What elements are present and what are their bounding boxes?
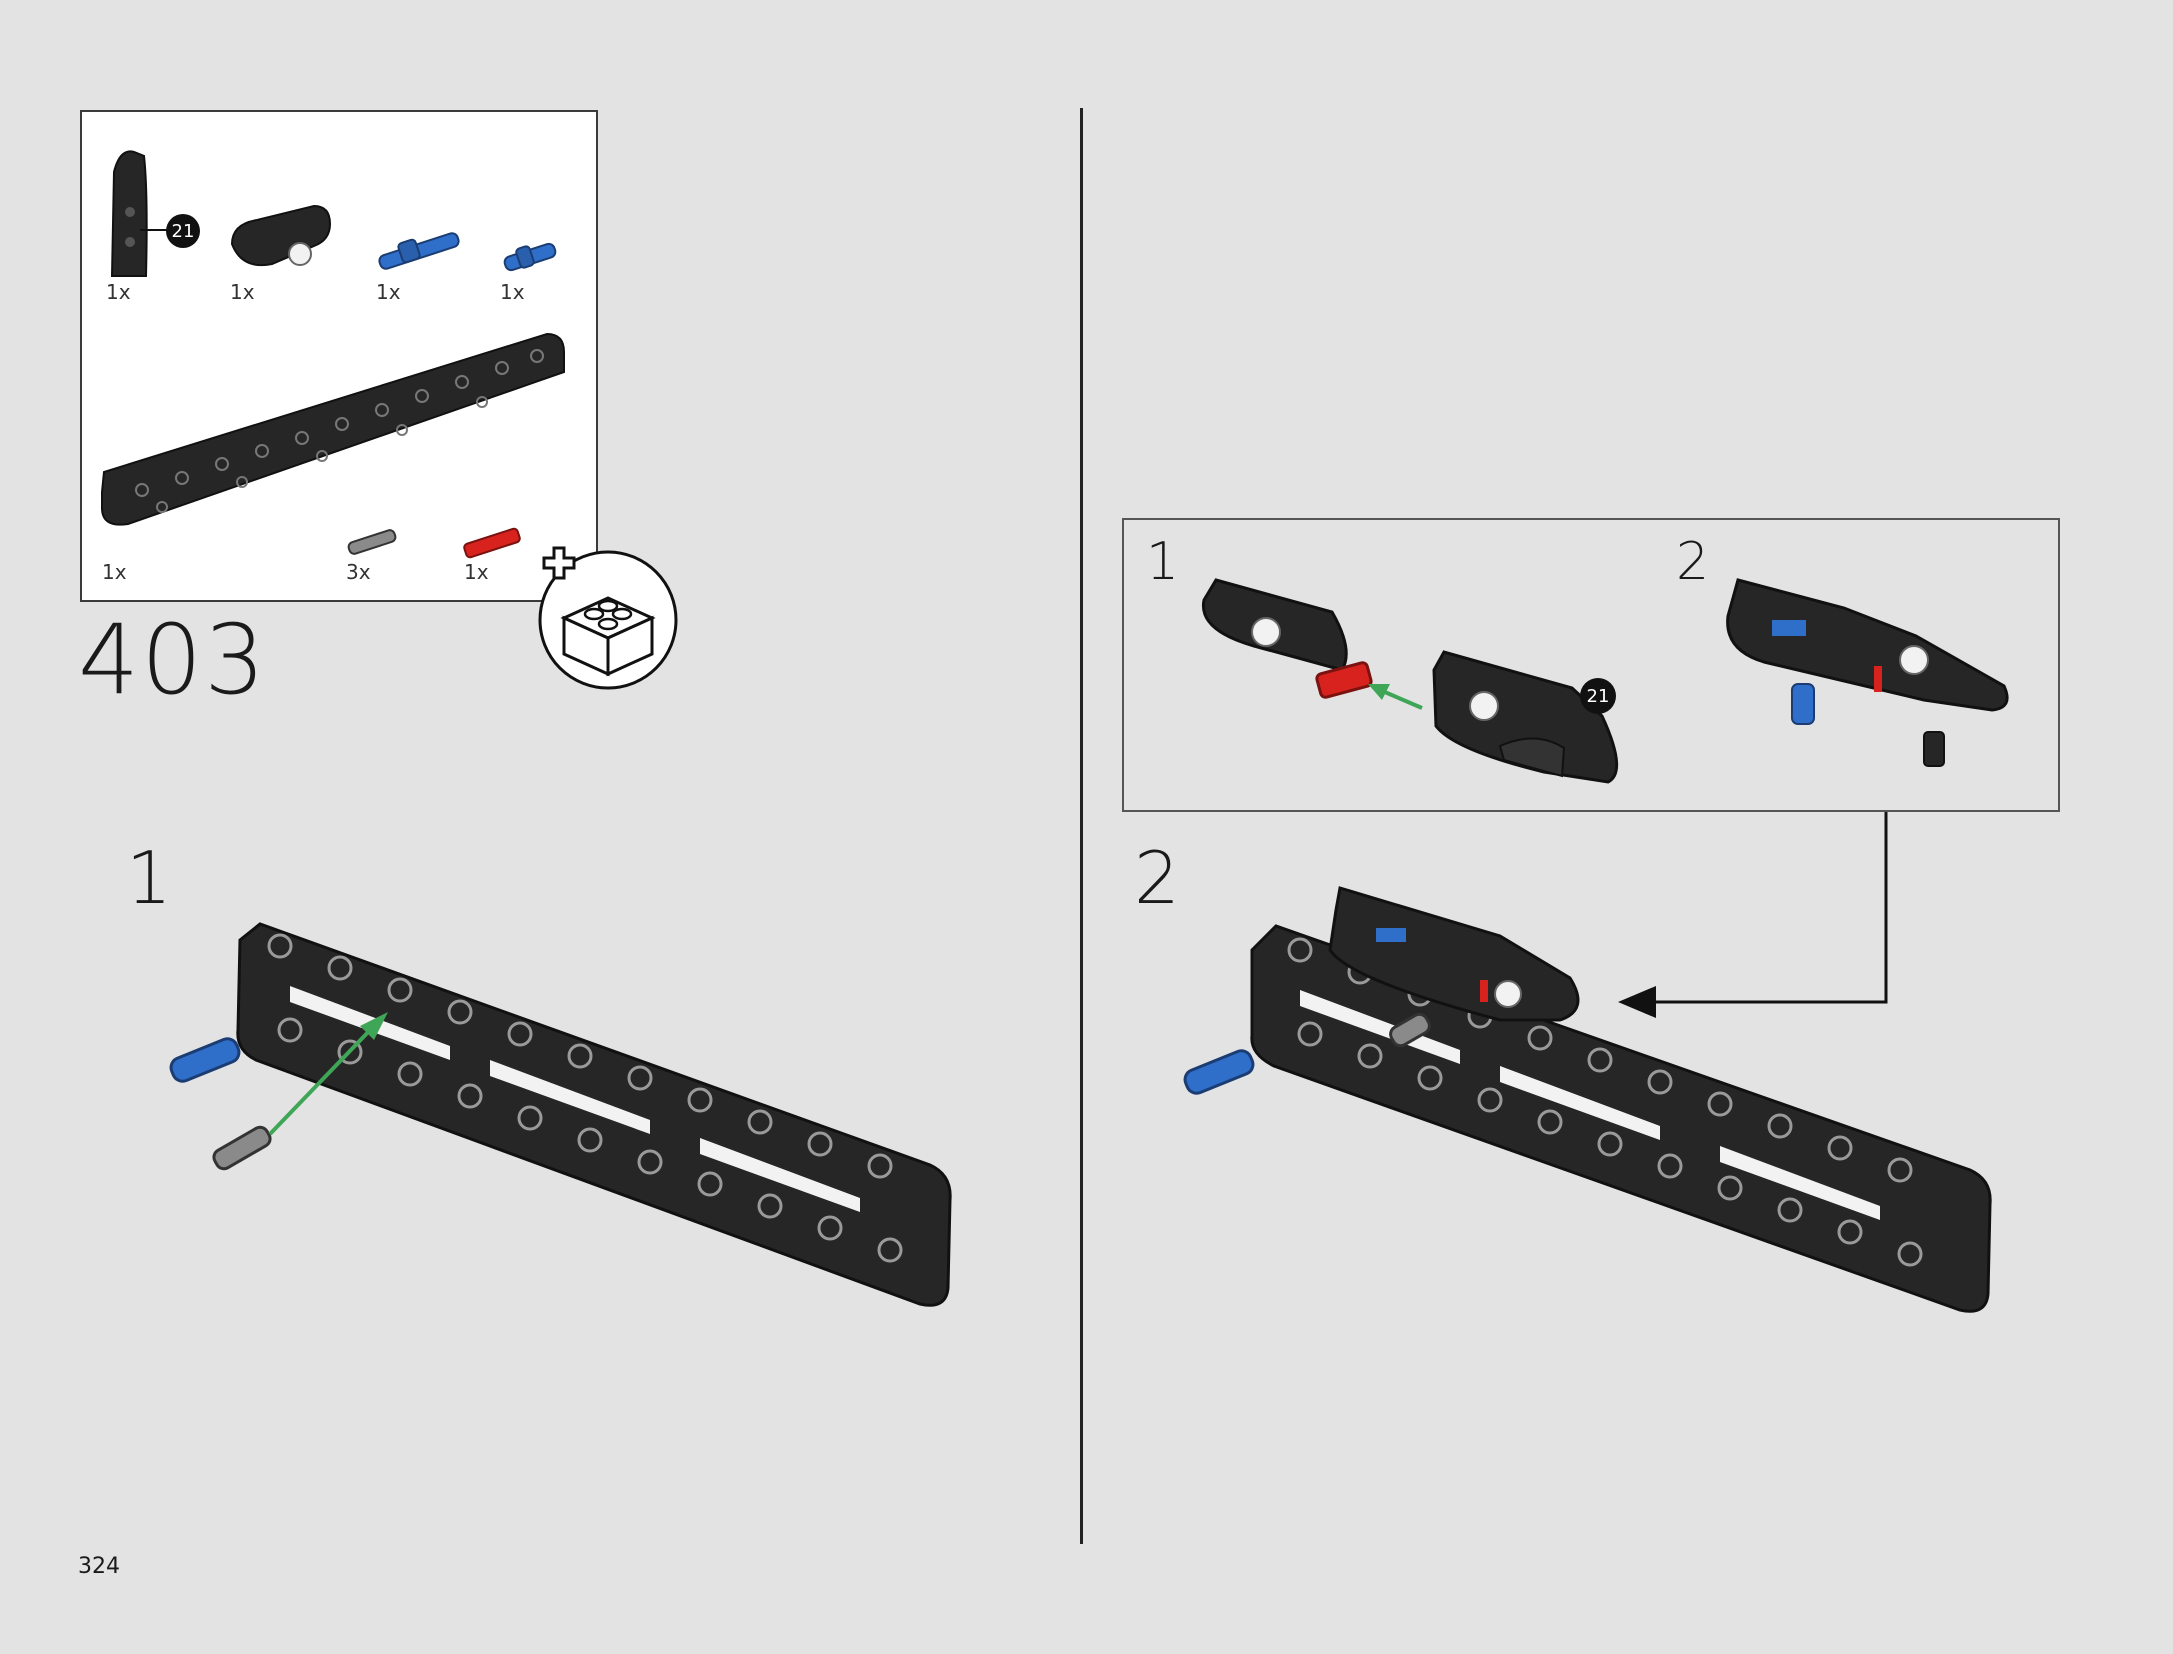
parts-list: 21 1x 1x 1x 1x 1x 3x 1x <box>80 110 598 602</box>
panel-part-image <box>110 150 174 277</box>
blue-short-pin-image <box>169 1037 241 1083</box>
grey-pin-image <box>212 1125 272 1171</box>
step-number: 403 <box>78 604 268 716</box>
red-axle-pin-image <box>1315 661 1373 699</box>
substep-1-illustration <box>169 922 952 1307</box>
page-divider <box>1080 108 1083 1544</box>
blue-short-pin-image <box>503 242 557 272</box>
part-qty: 1x <box>102 560 127 584</box>
part-qty: 1x <box>230 280 255 304</box>
callout-step-number: 2 <box>1676 532 1710 592</box>
assembled-panel-image <box>1726 578 2009 767</box>
substep-2-illustration <box>1183 886 1992 1313</box>
callout-connector <box>1618 812 1888 1018</box>
callout-illustration <box>1201 578 2009 784</box>
black-frame-image <box>236 922 952 1307</box>
new-parts-bag-icon <box>538 546 678 690</box>
black-frame-image <box>1250 924 1992 1313</box>
part-qty: 3x <box>346 560 371 584</box>
parts-drawings <box>101 150 565 559</box>
arrow-icon <box>1368 684 1423 710</box>
page-number: 324 <box>78 1554 120 1579</box>
assembled-panel-image <box>1328 886 1580 1022</box>
black-frame-image <box>101 332 565 526</box>
grey-pin-image <box>1389 1012 1431 1048</box>
badge-label: 21 <box>171 220 195 242</box>
badge-label: 21 <box>1586 685 1610 707</box>
part-count-badge: 21 <box>1580 678 1616 714</box>
callout-step-number: 1 <box>1146 532 1180 592</box>
part-qty: 1x <box>376 280 401 304</box>
grey-pin-image <box>347 529 397 555</box>
blue-short-pin-image <box>1183 1049 1255 1095</box>
substep-number: 2 <box>1134 836 1180 920</box>
arrow-icon <box>268 1012 388 1136</box>
callout-box: 1 2 21 <box>1122 518 2060 812</box>
part-qty: 1x <box>464 560 489 584</box>
part-qty: 1x <box>106 280 131 304</box>
arrow-icon <box>1618 986 1656 1018</box>
red-axle-pin-image <box>463 527 521 559</box>
panel-part-image <box>1201 578 1348 672</box>
blue-long-pin-image <box>378 232 460 270</box>
part-count-badge: 21 <box>166 214 200 248</box>
part-qty: 1x <box>500 280 525 304</box>
substep-number: 1 <box>126 836 172 920</box>
panel-part-image <box>1432 650 1619 784</box>
curved-connector-image <box>230 204 332 266</box>
